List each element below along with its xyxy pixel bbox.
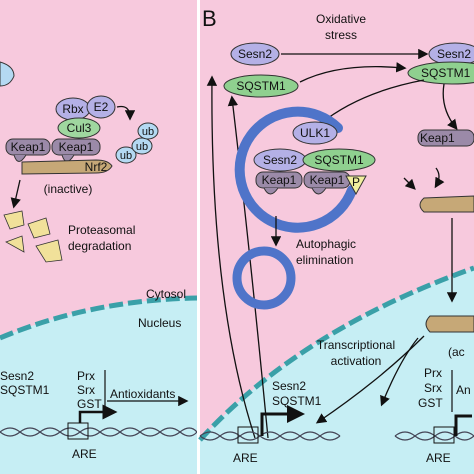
nrf2-label: Nrf2 xyxy=(85,160,108,174)
rbx-label: Rbx xyxy=(62,102,83,116)
autophagic-label: Autophagic xyxy=(296,237,356,251)
inactive-label: (inactive) xyxy=(44,182,93,196)
sesn2-gene-label: Sesn2 xyxy=(0,369,34,383)
to-keap1-right-arrow xyxy=(442,83,458,131)
sesn2-gene-right-label: Sesn2 xyxy=(272,379,306,393)
phosphate-label: P xyxy=(352,175,360,189)
antioxidants-label: Antioxidants xyxy=(110,387,175,401)
panel-divider xyxy=(197,0,200,474)
right-dna xyxy=(199,431,474,441)
right-are-box-2 xyxy=(433,426,455,444)
sqstm1-top-protein xyxy=(223,74,299,98)
cytosol-label: Cytosol xyxy=(146,287,186,301)
nrf2-release-arrow xyxy=(434,167,445,189)
right-nuclear-envelope xyxy=(198,265,474,442)
to-mid-gene-arrow xyxy=(315,335,425,424)
nucleus-label: Nucleus xyxy=(138,316,181,330)
srx-right-label: Srx xyxy=(424,381,442,395)
e2-label: E2 xyxy=(94,100,109,114)
ub-2 xyxy=(131,137,153,155)
sesn2-top-protein xyxy=(230,42,280,66)
right-transcription-arrow-2 xyxy=(454,414,472,436)
left-are-label: ARE xyxy=(72,447,97,461)
keap1-left-b xyxy=(51,138,101,156)
elimination-label: elimination xyxy=(296,253,353,267)
right-panel: B Oxidative stress Sesn2 SQSTM1 Sesn2 SQ… xyxy=(198,0,474,474)
ubiquitin-transfer-arrow xyxy=(116,105,136,121)
proteasomal-label: Proteasomal xyxy=(68,223,135,237)
keap1-complex-label-a: Keap1 xyxy=(262,173,297,187)
ub-label-1: ub xyxy=(120,150,132,162)
sqstm1-right-label: SQSTM1 xyxy=(421,66,471,80)
left-dna xyxy=(0,427,198,437)
sqstm1-complex-label: SQSTM1 xyxy=(314,153,364,167)
oxidative-label: Oxidative xyxy=(316,12,366,26)
phosphate-marker xyxy=(345,175,367,196)
antioxidants-right-label: An xyxy=(456,383,471,397)
sqstm1-gene-right-label: SQSTM1 xyxy=(272,394,322,408)
prx-right-label: Prx xyxy=(424,366,442,380)
left-transcription-arrow xyxy=(78,404,118,423)
ub-label-2: ub xyxy=(136,141,148,153)
keap1-right-label: Keap1 xyxy=(420,131,455,145)
keap1-complex-label-b: Keap1 xyxy=(310,173,345,187)
stress-label: stress xyxy=(325,28,357,42)
keap1-left-a xyxy=(5,138,51,156)
autophagosome-ring xyxy=(232,246,296,310)
right-are-label-1: ARE xyxy=(233,451,258,465)
right-transcription-arrow-1 xyxy=(260,405,305,436)
sesn2-feedback-arrow xyxy=(206,75,256,439)
sqstm1-gene-label: SQSTM1 xyxy=(0,383,50,397)
prx-label: Prx xyxy=(77,369,95,383)
gst-right-label: GST xyxy=(418,396,443,410)
phagophore xyxy=(234,106,357,233)
nrf2-nucleus xyxy=(425,315,474,333)
keap1-label-b: Keap1 xyxy=(59,140,94,154)
transcriptional-label: Transcriptional xyxy=(317,338,395,352)
gst-label: GST xyxy=(77,397,102,411)
proteasomal-fragments xyxy=(3,210,63,263)
ulk1-protein xyxy=(292,121,338,145)
sesn2-right-label: Sesn2 xyxy=(437,47,471,61)
ub-label-3: ub xyxy=(142,126,154,138)
right-nucleus-bg xyxy=(200,268,474,474)
srx-label: Srx xyxy=(77,383,95,397)
nrf2-cytosol-right xyxy=(419,195,474,213)
activation-label: activation xyxy=(331,354,382,368)
left-partial-protein xyxy=(0,61,15,87)
left-are-box xyxy=(67,422,89,440)
e2-protein xyxy=(86,95,116,119)
right-are-box-1 xyxy=(237,426,259,444)
to-right-gene-arrow xyxy=(380,337,419,407)
ulk1-label: ULK1 xyxy=(300,126,330,140)
sqstm1-top-label: SQSTM1 xyxy=(236,79,286,93)
active-label: (ac xyxy=(448,345,465,359)
left-nuclear-envelope xyxy=(0,295,198,341)
sesn2-top-label: Sesn2 xyxy=(238,47,272,61)
left-panel: Rbx E2 Cul3 Keap1 Keap1 Nrf2 ub ub ub (i… xyxy=(0,0,198,474)
ub-1 xyxy=(115,146,137,164)
left-nucleus-bg xyxy=(0,298,197,474)
degradation-arrow xyxy=(10,179,21,209)
keap1-release-arrow xyxy=(403,177,416,190)
sqstm1-complex-protein xyxy=(302,148,376,172)
keap1-complex-feet xyxy=(263,187,327,195)
cul3-protein xyxy=(57,117,101,139)
nrf2-protein xyxy=(21,159,113,175)
degradation-label: degradation xyxy=(68,239,131,253)
sesn2-complex-label: Sesn2 xyxy=(263,153,297,167)
keap1-label-a: Keap1 xyxy=(11,140,46,154)
sqstm1-right-protein xyxy=(407,61,474,85)
cul3-label: Cul3 xyxy=(67,121,92,135)
right-are-label-2: ARE xyxy=(426,451,451,465)
oxidative-arrow-bottom xyxy=(299,62,407,83)
ub-3 xyxy=(137,122,159,140)
panel-b-letter: B xyxy=(202,6,217,31)
keap1-right-protein xyxy=(417,129,474,147)
keap1-complex-a xyxy=(255,171,303,189)
